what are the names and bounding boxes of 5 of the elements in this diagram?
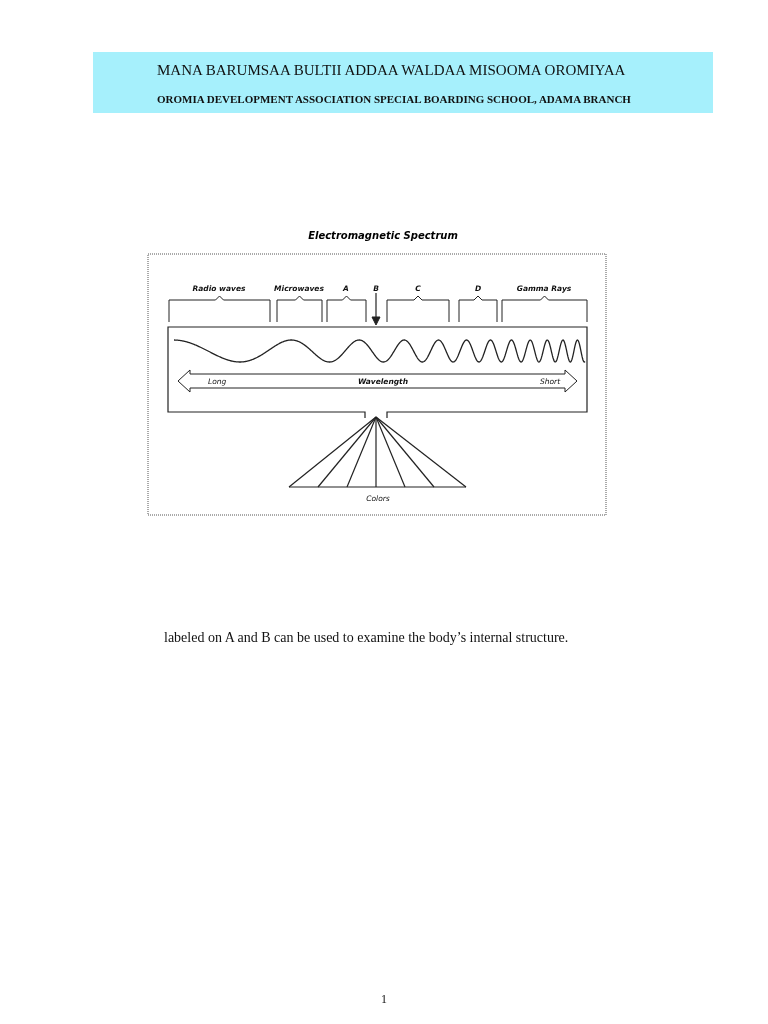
school-name: OROMIA DEVELOPMENT ASSOCIATION SPECIAL BOARDING SCHOOL, ADAMA BRANCH xyxy=(157,93,631,105)
school-name: MANA BARUMSAA BULTII ADDAA WALDAA MISOOMA OROMIYAA xyxy=(157,62,626,79)
diagram-title: Electromagnetic Spectrum xyxy=(308,230,458,241)
page-number: 1 xyxy=(381,992,387,1007)
question-text: labeled on A and B can be used to examine the body’s internal structure. xyxy=(164,630,569,646)
